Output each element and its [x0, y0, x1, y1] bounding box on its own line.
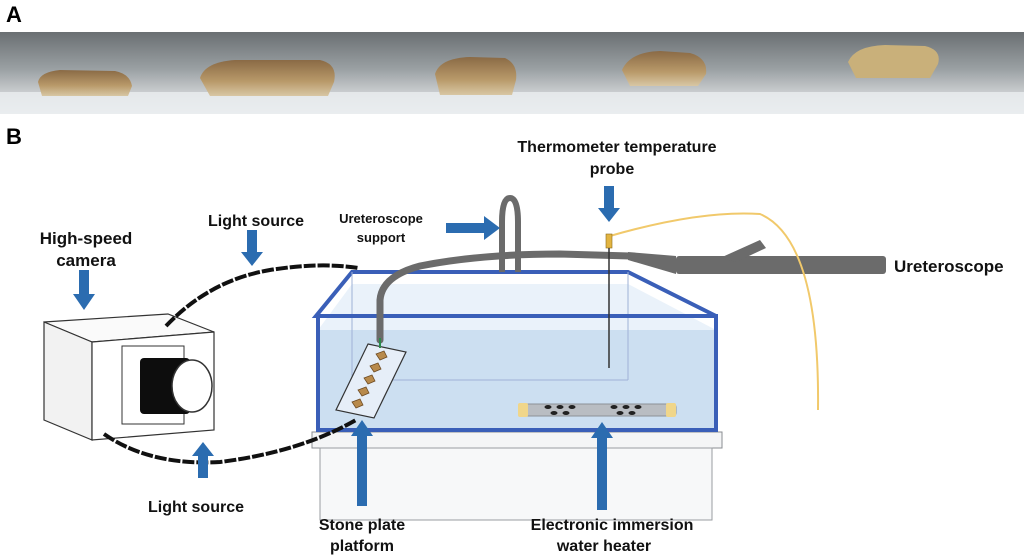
stone-sample [848, 45, 939, 78]
camera-label: camera [56, 251, 116, 270]
panel-a: A [0, 2, 1024, 114]
panel-b-label: B [6, 124, 22, 149]
high-speed-camera [43, 313, 215, 441]
stone-plate-arrow-icon [351, 420, 373, 506]
stone-sample [200, 60, 335, 96]
stone-plate-label: platform [330, 538, 394, 555]
thermometer-probe [605, 212, 820, 411]
light-cable-top [164, 263, 359, 328]
ureteroscope-device [376, 240, 886, 348]
thermometer-label: probe [590, 161, 635, 178]
thermometer-label: Thermometer temperature [517, 139, 716, 156]
light-source-bottom-arrow-icon [192, 442, 214, 478]
glass-plate [0, 92, 1024, 114]
heater-label: water heater [556, 538, 651, 555]
ureteroscope-support-label: support [357, 230, 406, 245]
stone-sample [435, 57, 517, 95]
tank-stand [311, 431, 723, 521]
support-arrow-icon [446, 216, 500, 240]
stone-plate-label: Stone plate [319, 517, 405, 534]
stone-sample [38, 70, 132, 96]
light-source-top-arrow-icon [241, 230, 263, 266]
light-cable-bottom [102, 418, 357, 465]
light-source-bottom-label: Light source [148, 499, 244, 516]
camera-label: High-speed [40, 229, 133, 248]
stone-samples [38, 45, 939, 96]
callout-arrows [73, 186, 620, 510]
heater-label: Electronic immersion [531, 517, 694, 534]
water-heater [518, 403, 677, 417]
ureteroscope-support-label: Ureteroscope [339, 211, 423, 226]
lens-icon [171, 359, 213, 413]
heater-arrow-icon [591, 422, 613, 510]
light-source-top-label: Light source [208, 213, 304, 230]
stone-sample [622, 51, 707, 86]
panel-a-label: A [6, 2, 22, 27]
thermometer-arrow-icon [598, 186, 620, 222]
ureteroscope-label: Ureteroscope [894, 257, 1004, 276]
ureteroscope-support [499, 194, 521, 272]
stone-plate-platform [335, 343, 407, 419]
camera-arrow-icon [73, 270, 95, 310]
labels: Thermometer temperature probe Light sour… [40, 139, 1004, 555]
